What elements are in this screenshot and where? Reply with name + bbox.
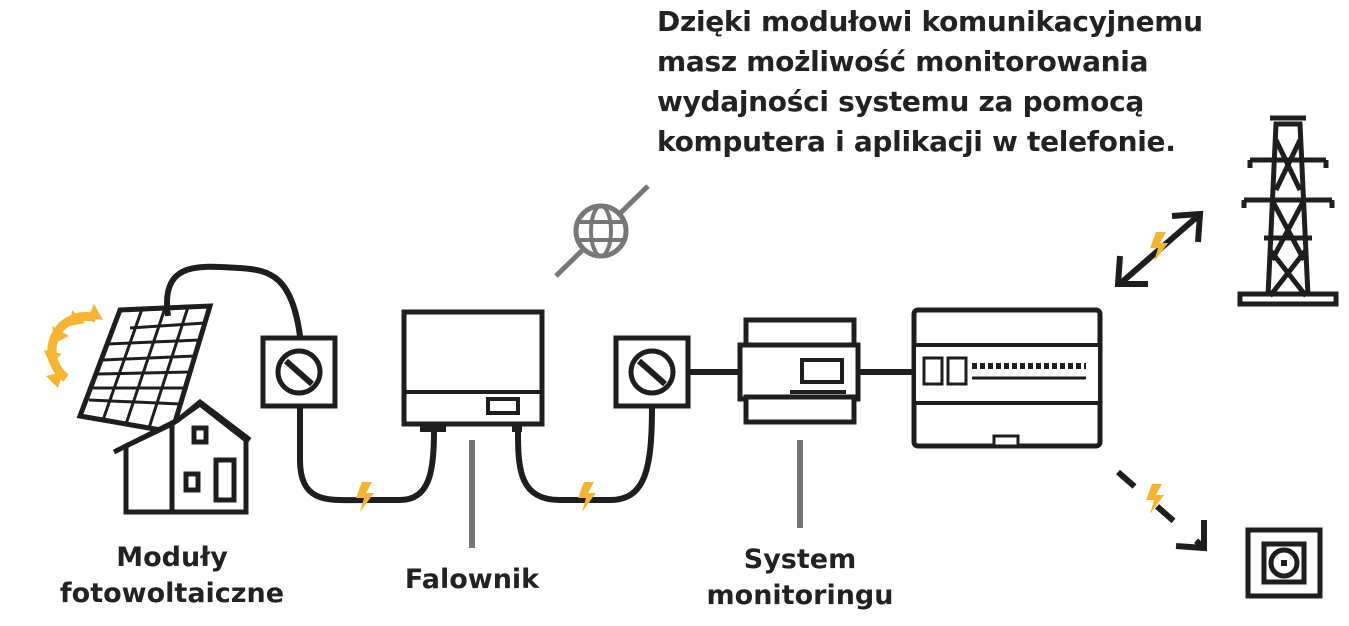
switch-icon	[613, 335, 691, 409]
label-inverter-line1: Falownik	[404, 564, 540, 595]
label-panels-line2: fotowoltaiczne	[59, 578, 285, 609]
solar-panel-icon	[76, 303, 214, 435]
label-monitoring-line1: System	[743, 544, 857, 575]
headline-line: masz możliwość monitorowania	[657, 45, 1149, 78]
sun-icon	[44, 304, 103, 388]
house-icon	[112, 398, 252, 515]
headline-line: Dzięki modułowi komunikacyjnemu	[657, 5, 1203, 38]
globe-icon	[554, 184, 650, 278]
label-monitoring-line2: monitoringu	[706, 580, 894, 611]
label-monitoring: System monitoringu	[690, 542, 910, 614]
headline-text: Dzięki modułowi komunikacyjnemu masz moż…	[657, 2, 1203, 162]
power-pylon-icon	[1237, 115, 1339, 307]
label-panels: Moduły fotowoltaiczne	[52, 540, 292, 612]
headline-line: wydajności systemu za pomocą	[657, 85, 1144, 118]
inverter-icon	[401, 309, 545, 432]
energy-meter-icon	[737, 317, 861, 425]
label-inverter: Falownik	[392, 562, 552, 598]
distribution-board-icon	[911, 307, 1103, 449]
label-panels-line1: Moduły	[116, 542, 228, 573]
socket-icon	[1245, 527, 1323, 599]
headline-line: komputera i aplikacji w telefonie.	[657, 125, 1176, 158]
switch-icon	[260, 335, 338, 409]
arrow-icon	[1116, 469, 1207, 552]
cable	[163, 263, 303, 337]
